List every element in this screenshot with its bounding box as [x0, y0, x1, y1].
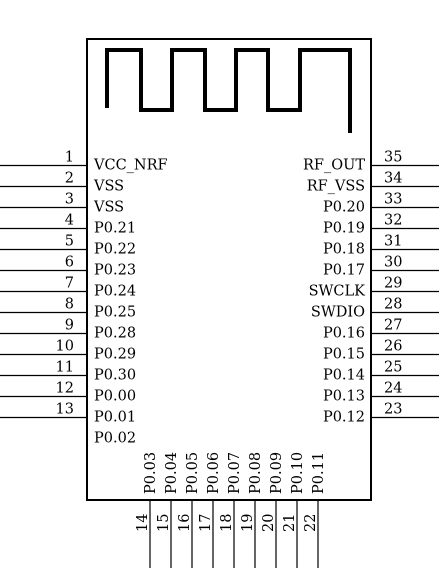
right-pin-name: P0.15: [323, 347, 365, 363]
left-pin-name: P0.24: [94, 284, 136, 300]
left-pin-name: VSS: [93, 200, 124, 216]
right-pin-name: RF_VSS: [307, 179, 365, 195]
left-pin-name: P0.02: [94, 431, 136, 447]
left-pin-number: 9: [65, 318, 74, 334]
bottom-pin-number: 19: [240, 514, 256, 532]
left-pin-name: P0.21: [94, 221, 136, 237]
left-pin-number: 2: [65, 171, 74, 187]
right-pin-number: 28: [384, 297, 402, 313]
left-pin-name: VCC_NRF: [93, 158, 168, 174]
left-pin-name: P0.25: [94, 305, 136, 321]
bottom-pin-number: 15: [156, 514, 172, 532]
right-pin-name: SWCLK: [309, 284, 367, 300]
right-pin-number: 25: [384, 360, 402, 376]
bottom-pin-name: P0.08: [248, 452, 264, 494]
right-pin-name: P0.16: [323, 326, 365, 342]
right-pin-number: 26: [384, 339, 402, 355]
pcb-antenna-trace: [105, 48, 352, 133]
right-pin-number: 30: [384, 255, 402, 271]
left-pin-number: 7: [65, 276, 74, 292]
right-pin-name: P0.17: [323, 263, 365, 279]
left-pin-number: 3: [65, 192, 74, 208]
bottom-pin-name: P0.09: [269, 452, 285, 494]
left-pin-number: 1: [65, 150, 74, 166]
right-pin-number: 35: [384, 150, 402, 166]
bottom-pin-number: 22: [303, 514, 319, 532]
left-pin-name: P0.30: [94, 368, 136, 384]
left-pin-number: 12: [56, 381, 74, 397]
right-pin-number: 27: [384, 318, 402, 334]
bottom-pin-number: 18: [219, 514, 235, 532]
left-pin-name: P0.00: [94, 389, 136, 405]
left-pin-name: VSS: [93, 179, 124, 195]
bottom-pin-number: 21: [282, 514, 298, 532]
module-body: [86, 38, 372, 501]
bottom-pin-number: 16: [177, 514, 193, 532]
left-pin-number: 13: [56, 402, 74, 418]
right-pin-name: P0.18: [323, 242, 365, 258]
left-pin-number: 8: [65, 297, 74, 313]
left-pin-name: P0.01: [94, 410, 136, 426]
left-pin-name: P0.22: [94, 242, 136, 258]
bottom-pin-number: 17: [198, 514, 214, 532]
left-pin-number: 4: [65, 213, 74, 229]
bottom-pin-name: P0.06: [206, 452, 222, 494]
bottom-pin-name: P0.11: [311, 452, 327, 494]
right-pin-number: 31: [384, 234, 402, 250]
bottom-pin-number: 14: [135, 514, 151, 532]
left-pin-name: P0.28: [94, 326, 136, 342]
right-pin-name: P0.19: [323, 221, 365, 237]
right-pin-number: 34: [384, 171, 402, 187]
left-pin-number: 5: [65, 234, 74, 250]
right-pin-name: P0.13: [323, 389, 365, 405]
bottom-pin-name: P0.07: [227, 452, 243, 494]
right-pin-name: RF_OUT: [303, 158, 365, 174]
left-pin-number: 10: [56, 339, 74, 355]
left-pin-number: 11: [56, 360, 74, 376]
right-pin-name: P0.12: [323, 410, 365, 426]
bottom-pin-name: P0.05: [185, 452, 201, 494]
left-pin-name: P0.23: [94, 263, 136, 279]
bottom-pin-name: P0.04: [164, 452, 180, 494]
right-pin-number: 29: [384, 276, 402, 292]
bottom-pin-name: P0.10: [290, 452, 306, 494]
left-pin-name: P0.29: [94, 347, 136, 363]
left-pin-number: 6: [65, 255, 74, 271]
bottom-pin-number: 20: [261, 514, 277, 532]
right-pin-number: 32: [384, 213, 402, 229]
bottom-pin-name: P0.03: [143, 452, 159, 494]
right-pin-name: P0.14: [323, 368, 365, 384]
right-pin-name: SWDIO: [311, 305, 365, 321]
right-pin-number: 23: [384, 402, 402, 418]
right-pin-name: P0.20: [323, 200, 365, 216]
right-pin-number: 24: [384, 381, 402, 397]
right-pin-number: 33: [384, 192, 402, 208]
bottom-pin-group: P0.03 14 P0.04 15 P0.05 16 P0.06 17 P0.07 18 P0.08…: [135, 452, 327, 568]
